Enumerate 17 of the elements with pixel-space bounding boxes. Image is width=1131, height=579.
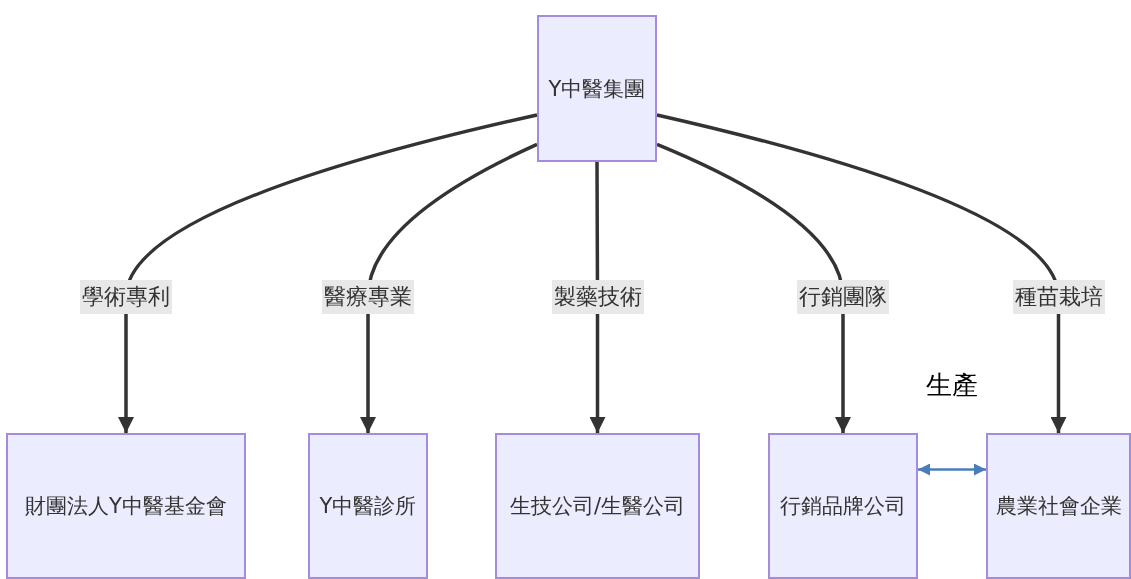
org-box: 財團法人Y中醫基金會 (6, 433, 246, 579)
edge-label: 醫療專業 (322, 280, 414, 314)
arrow (656, 113, 1067, 433)
edge-label: 學術專利 (80, 280, 172, 314)
arrow (656, 142, 851, 433)
org-box: Y中醫集團 (537, 15, 657, 162)
edge-label: 行銷團隊 (797, 280, 889, 314)
arrow (360, 142, 538, 433)
org-box: 農業社會企業 (986, 433, 1131, 579)
arrow (118, 113, 538, 433)
edge-label: 製藥技術 (551, 280, 644, 314)
double-arrow (918, 463, 986, 476)
edge-label: 生產 (926, 368, 978, 402)
org-box: Y中醫診所 (308, 433, 428, 579)
org-box: 生技公司/生醫公司 (495, 433, 700, 579)
edge-label: 種苗栽培 (1012, 280, 1105, 314)
org-box: 行銷品牌公司 (768, 433, 918, 579)
